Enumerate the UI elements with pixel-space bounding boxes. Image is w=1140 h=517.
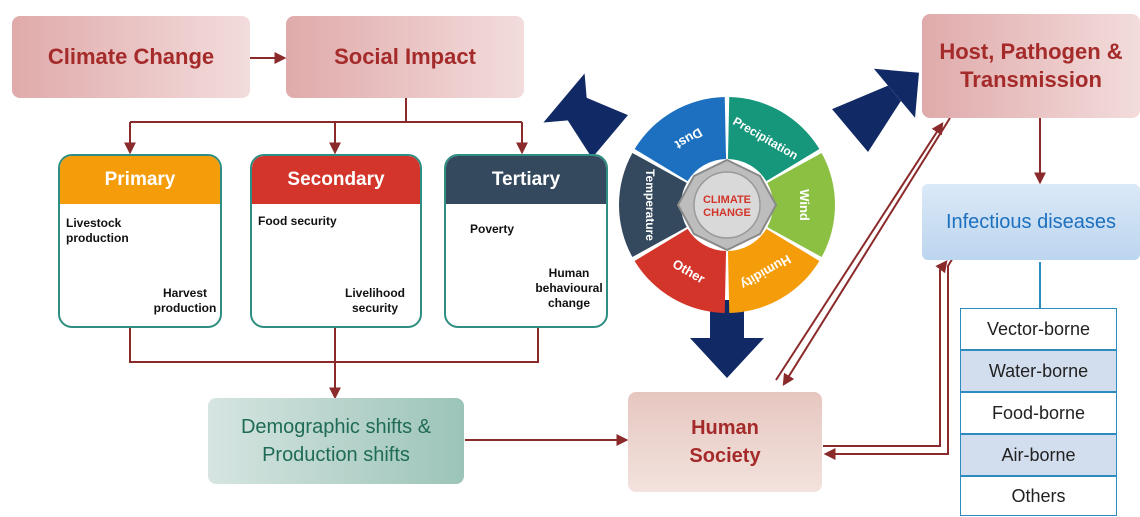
food-security-label: Food security (258, 214, 337, 228)
arrow-host-to-society-b (782, 117, 951, 387)
disease-label: Others (1011, 485, 1066, 506)
big-arrow-up-left-head (543, 73, 589, 123)
poverty-label: Poverty (470, 222, 515, 236)
climate-change-label: Climate Change (47, 44, 215, 69)
disease-row-air: Air-borne (960, 434, 1117, 476)
primary-title: Primary (104, 169, 176, 190)
wheel-segment-temperature (619, 152, 687, 258)
secondary-header: Secondary (252, 156, 420, 204)
infectious-diseases-box: Infectious diseases (922, 184, 1140, 260)
wheel-segment-precipitation (727, 97, 820, 182)
wheel-segment-dust (634, 97, 727, 182)
disease-label: Food-borne (991, 402, 1086, 423)
harvest-label: Harvest production (153, 286, 217, 315)
demographic-shifts-label: Demographic shifts & Production shifts (240, 416, 432, 466)
secondary-card: Secondary (250, 154, 422, 328)
disease-label: Air-borne (1001, 444, 1076, 465)
big-arrow-down-head (690, 338, 764, 378)
disease-row-vector: Vector-borne (960, 308, 1117, 350)
disease-row-others: Others (960, 476, 1117, 516)
climate-wheel: PrecipitationWindHumidityOtherTemperatur… (619, 97, 835, 313)
wheel-center-circle (693, 171, 761, 239)
tertiary-title: Tertiary (491, 169, 561, 190)
tertiary-card: Tertiary (444, 154, 608, 328)
arrow-society-to-host-a (775, 121, 944, 381)
big-arrow-up-right-shaft (832, 85, 901, 153)
demographic-shifts-box: Demographic shifts & Production shifts (208, 398, 464, 484)
wheel-segment-other (634, 228, 727, 313)
livelihood-label: Livelihood security (345, 286, 405, 315)
disease-label: Vector-borne (986, 318, 1091, 339)
secondary-title: Secondary (287, 169, 385, 190)
infectious-diseases-label: Infectious diseases (945, 210, 1117, 233)
primary-card: Primary (58, 154, 222, 328)
climate-change-box: Climate Change (12, 16, 250, 98)
big-arrow-up-right-head (873, 68, 919, 118)
disease-row-food: Food-borne (960, 392, 1117, 434)
tertiary-header: Tertiary (446, 156, 606, 204)
human-society-label: Human Society (689, 417, 761, 467)
host-pathogen-label: Host, Pathogen & Transmission (939, 39, 1123, 92)
disease-row-water: Water-borne (960, 350, 1117, 392)
social-impact-label: Social Impact (334, 44, 476, 69)
wheel-segment-label: Temperature (643, 169, 657, 241)
host-pathogen-box: Host, Pathogen & Transmission (922, 14, 1140, 118)
arrow-infectious-to-society-b (823, 255, 955, 460)
social-impact-box: Social Impact (286, 16, 524, 98)
arrow-society-to-infectious-a (823, 260, 948, 447)
livestock-label: Livestock production (66, 216, 129, 245)
wheel-segment-wind (767, 152, 835, 258)
disease-label: Water-borne (988, 360, 1089, 381)
primary-header: Primary (60, 156, 220, 204)
human-society-box: Human Society (628, 392, 822, 492)
wheel-segment-label: Wind (797, 189, 812, 221)
wheel-segment-humidity (727, 228, 820, 313)
behaviour-label: Human behavioural change (535, 266, 603, 310)
